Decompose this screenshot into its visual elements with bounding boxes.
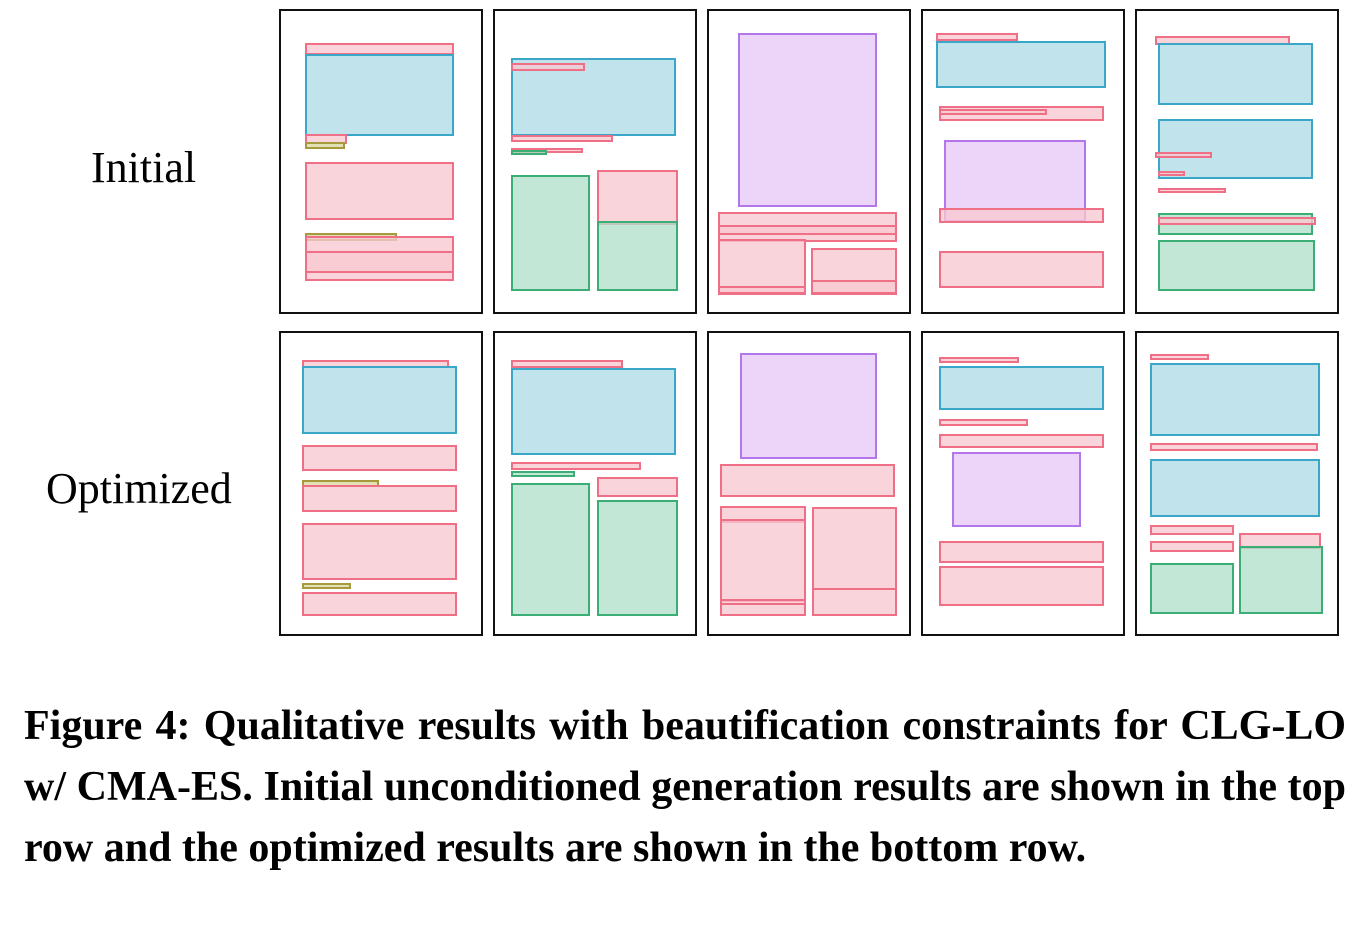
initial-layout-panel-4 bbox=[921, 9, 1125, 314]
text-box bbox=[597, 477, 678, 497]
label-initial: Initial bbox=[91, 143, 197, 192]
text-box bbox=[302, 523, 457, 580]
table-box bbox=[1158, 240, 1315, 291]
text-box bbox=[1150, 354, 1209, 360]
table-box bbox=[597, 500, 678, 616]
layout-canvas bbox=[511, 58, 678, 291]
text-box bbox=[720, 603, 806, 616]
layout-canvas bbox=[936, 33, 1106, 288]
text-box bbox=[305, 162, 454, 220]
figure-box bbox=[738, 33, 877, 207]
text-box bbox=[939, 434, 1104, 448]
text-box bbox=[305, 43, 454, 55]
image-box bbox=[305, 54, 454, 136]
optimized-layout-panel-2 bbox=[493, 331, 697, 636]
optimized-layout-panel-4 bbox=[921, 331, 1125, 636]
text-box bbox=[302, 592, 457, 616]
layout-canvas bbox=[305, 43, 454, 281]
optimized-layout-panel-1 bbox=[279, 331, 483, 636]
label-optimized: Optimized bbox=[46, 464, 232, 513]
text-box bbox=[511, 462, 641, 470]
text-box bbox=[511, 63, 585, 71]
text-box bbox=[939, 566, 1104, 606]
image-box bbox=[511, 368, 676, 455]
text-box bbox=[305, 134, 347, 144]
figure-box bbox=[740, 353, 877, 459]
text-box bbox=[1155, 36, 1290, 45]
text-box bbox=[1239, 533, 1321, 549]
image-box bbox=[1158, 119, 1313, 179]
image-box bbox=[1150, 459, 1320, 517]
text-box bbox=[1150, 525, 1234, 535]
optimized-layout-panel-5 bbox=[1135, 331, 1339, 636]
image-box bbox=[936, 41, 1106, 88]
text-box bbox=[718, 225, 897, 235]
text-box bbox=[939, 208, 1104, 223]
image-box bbox=[511, 58, 676, 136]
layout-canvas bbox=[511, 360, 678, 616]
text-box bbox=[597, 170, 678, 225]
layout-canvas bbox=[718, 33, 897, 295]
text-box bbox=[939, 109, 1047, 115]
initial-layout-panel-2 bbox=[493, 9, 697, 314]
image-box bbox=[1158, 43, 1313, 105]
table-box bbox=[1239, 546, 1323, 614]
image-box bbox=[1150, 363, 1320, 436]
text-box bbox=[939, 419, 1028, 426]
initial-layout-panel-5 bbox=[1135, 9, 1339, 314]
text-box bbox=[302, 485, 457, 512]
text-box bbox=[1158, 171, 1185, 176]
text-box bbox=[939, 357, 1019, 363]
text-box bbox=[1158, 217, 1316, 225]
text-box bbox=[718, 286, 806, 294]
text-box bbox=[1155, 152, 1212, 158]
table-box bbox=[511, 150, 547, 155]
text-box bbox=[812, 507, 897, 590]
figure-box bbox=[952, 452, 1081, 527]
table-box bbox=[511, 175, 590, 291]
text-box bbox=[720, 464, 895, 497]
title-box bbox=[302, 583, 351, 589]
initial-layout-panel-3 bbox=[707, 9, 911, 314]
layout-canvas bbox=[302, 360, 457, 616]
text-box bbox=[1150, 541, 1234, 552]
text-box bbox=[302, 445, 457, 471]
layout-canvas bbox=[1155, 36, 1316, 291]
image-box bbox=[302, 366, 457, 434]
text-box bbox=[936, 33, 1018, 41]
layout-canvas bbox=[1150, 354, 1323, 614]
table-box bbox=[511, 483, 590, 616]
text-box bbox=[305, 251, 454, 273]
layout-canvas bbox=[720, 353, 897, 616]
text-box bbox=[1150, 443, 1318, 451]
text-box bbox=[812, 588, 897, 616]
text-box bbox=[720, 519, 806, 602]
table-box bbox=[597, 221, 678, 291]
title-box bbox=[305, 142, 345, 149]
table-box bbox=[511, 471, 575, 477]
text-box bbox=[511, 135, 613, 142]
figure-caption: Figure 4: Qualitative results with beaut… bbox=[24, 703, 1346, 871]
text-box bbox=[939, 541, 1104, 563]
layout-canvas bbox=[939, 357, 1104, 606]
table-box bbox=[1150, 563, 1234, 614]
text-box bbox=[718, 239, 806, 295]
initial-layout-panel-1 bbox=[279, 9, 483, 314]
text-box bbox=[511, 360, 623, 368]
optimized-layout-panel-3 bbox=[707, 331, 911, 636]
text-box bbox=[1158, 188, 1226, 193]
text-box bbox=[939, 251, 1104, 288]
text-box bbox=[811, 280, 897, 294]
figure-box bbox=[944, 140, 1086, 222]
image-box bbox=[939, 366, 1104, 410]
